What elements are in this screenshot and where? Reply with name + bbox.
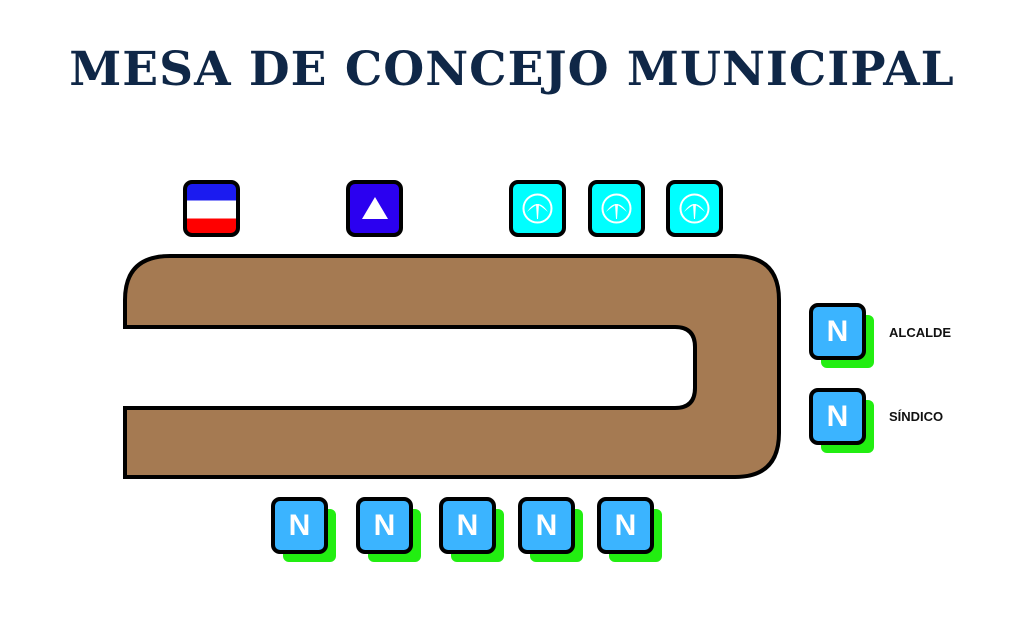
seat-flag-party (183, 180, 240, 237)
seat-alcalde: N (809, 303, 874, 368)
seat-bottom-2: N (356, 497, 421, 562)
seat-letter: N (271, 497, 328, 554)
seat-bottom-1: N (271, 497, 336, 562)
bird-circle-icon (522, 193, 553, 224)
seat-triangle-party (346, 180, 403, 237)
seat-letter: N (809, 388, 866, 445)
seat-bottom-5: N (597, 497, 662, 562)
seat-letter: N (518, 497, 575, 554)
seat-letter: N (809, 303, 866, 360)
seat-bird-party-3 (666, 180, 723, 237)
page-title: MESA DE CONCEJO MUNICIPAL (69, 42, 955, 97)
bird-circle-icon (601, 193, 632, 224)
label-alcalde: ALCALDE (889, 325, 952, 340)
seat-bird-party-2 (588, 180, 645, 237)
seat-sindico: N (809, 388, 874, 453)
label-sindico: SÍNDICO (889, 409, 944, 424)
seat-letter: N (439, 497, 496, 554)
seat-letter: N (597, 497, 654, 554)
bird-circle-icon (679, 193, 710, 224)
seat-letter: N (356, 497, 413, 554)
seat-bottom-3: N (439, 497, 504, 562)
seat-bottom-4: N (518, 497, 583, 562)
seat-bird-party-1 (509, 180, 566, 237)
